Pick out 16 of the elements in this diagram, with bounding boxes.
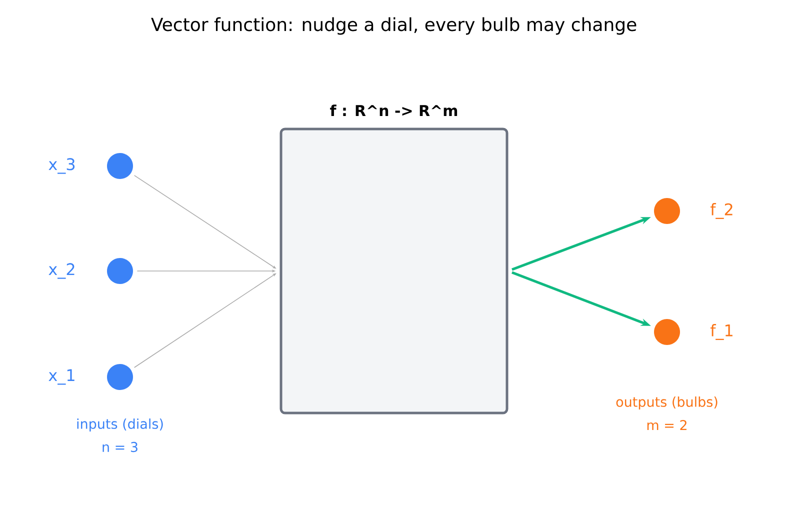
variable-label: x_3 xyxy=(48,158,75,174)
dial-circle xyxy=(107,364,133,390)
bulb-circle xyxy=(654,198,680,224)
variable-label: f_1 xyxy=(710,324,732,340)
variable-label: x_1 xyxy=(48,369,74,385)
title: Vector function: nudge a dial, every bulb may change xyxy=(151,17,636,35)
dial-circle xyxy=(107,153,133,179)
caption-text: m = 2 xyxy=(647,420,686,430)
bulb-circle xyxy=(654,319,680,345)
box-title: f : R^n -> R^m xyxy=(330,104,458,116)
caption-text: n = 3 xyxy=(102,442,138,452)
variable-label: f_2 xyxy=(710,203,732,219)
caption-text: inputs (dials) xyxy=(77,418,163,432)
caption-text: outputs (bulbs) xyxy=(616,396,718,410)
dial-circle xyxy=(107,258,133,284)
variable-label: x_2 xyxy=(48,263,74,279)
